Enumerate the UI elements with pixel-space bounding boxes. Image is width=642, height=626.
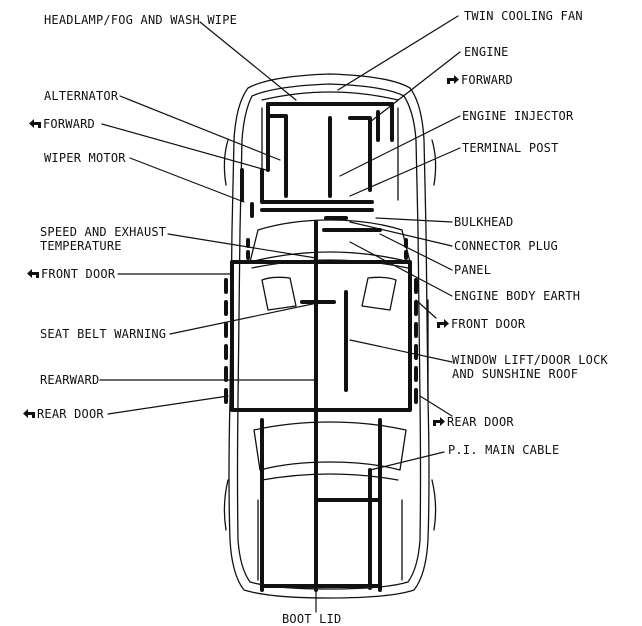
label-forward-left-text: FORWARD [43, 117, 95, 131]
arrow-left-icon [28, 118, 42, 129]
label-boot-lid: BOOT LID [282, 612, 342, 626]
label-front-door-left: FRONT DOOR [26, 268, 115, 281]
label-panel: PANEL [454, 263, 492, 277]
leader-lines [99, 15, 461, 613]
label-connector-plug: CONNECTOR PLUG [454, 239, 558, 253]
label-wiper-motor: WIPER MOTOR [44, 151, 126, 165]
label-forward-left: FORWARD [28, 118, 95, 131]
label-speed-exhaust-2: TEMPERATURE [40, 239, 122, 253]
label-forward-right-text: FORWARD [461, 73, 513, 87]
arrow-right-icon [436, 318, 450, 329]
label-forward-right: FORWARD [446, 74, 513, 87]
label-front-door-right: FRONT DOOR [436, 318, 525, 331]
arrow-right-icon [432, 416, 446, 427]
label-window-lift-2: AND SUNSHINE ROOF [452, 367, 579, 381]
arrow-left-icon [22, 408, 36, 419]
label-bulkhead: BULKHEAD [454, 215, 514, 229]
label-rear-door-right: REAR DOOR [432, 416, 514, 429]
label-front-door-right-text: FRONT DOOR [451, 317, 526, 331]
label-rearward: REARWARD [40, 373, 100, 387]
harness-lines [224, 102, 418, 592]
label-rear-door-left: REAR DOOR [22, 408, 104, 421]
arrow-right-icon [446, 74, 460, 85]
label-window-lift-1: WINDOW LIFT/DOOR LOCK [452, 353, 608, 367]
label-twin-cooling-fan: TWIN COOLING FAN [464, 9, 583, 23]
label-alternator: ALTERNATOR [44, 89, 119, 103]
label-engine: ENGINE [464, 45, 509, 59]
label-engine-body-earth: ENGINE BODY EARTH [454, 289, 581, 303]
label-rear-door-right-text: REAR DOOR [447, 415, 514, 429]
label-rear-door-left-text: REAR DOOR [37, 407, 104, 421]
arrow-left-icon [26, 268, 40, 279]
label-engine-injector: ENGINE INJECTOR [462, 109, 574, 123]
label-headlamp: HEADLAMP/FOG AND WASH WIPE [44, 13, 238, 27]
label-pi-main-cable: P.I. MAIN CABLE [448, 443, 560, 457]
label-seat-belt-warning: SEAT BELT WARNING [40, 327, 167, 341]
label-front-door-left-text: FRONT DOOR [41, 267, 116, 281]
label-speed-exhaust-1: SPEED AND EXHAUST [40, 225, 167, 239]
label-terminal-post: TERMINAL POST [462, 141, 559, 155]
